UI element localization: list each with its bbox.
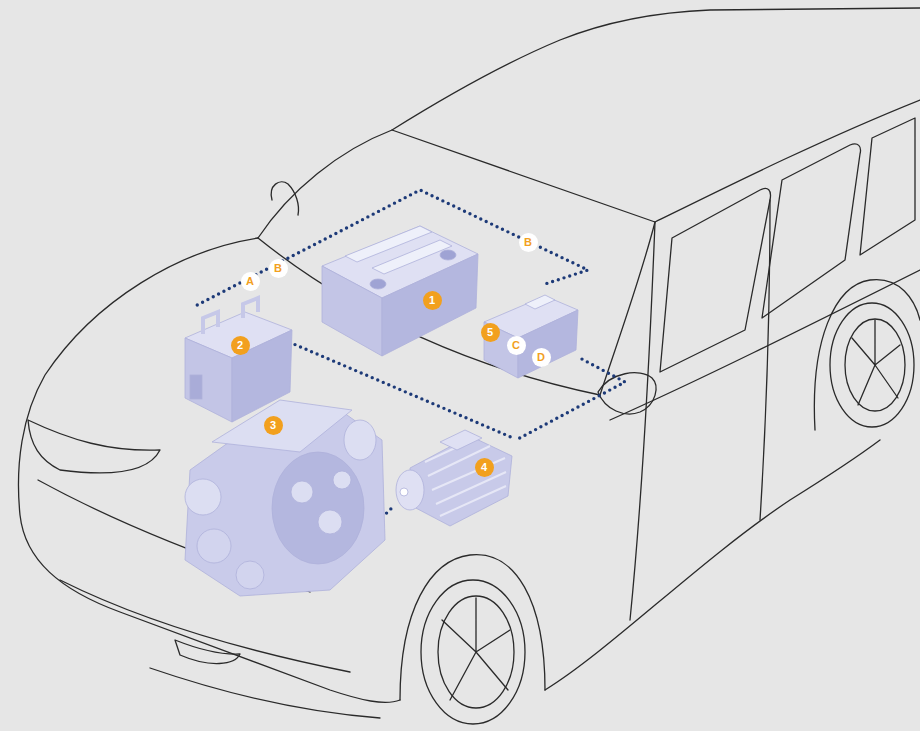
car-lines xyxy=(18,8,920,724)
motor-body xyxy=(410,436,512,526)
line-letter: C xyxy=(507,336,526,355)
fog-light xyxy=(175,640,240,664)
engine-port xyxy=(333,471,351,489)
line-letter: B xyxy=(269,259,288,278)
battery-terminal xyxy=(370,279,386,289)
rear-wheel-arch xyxy=(814,280,920,430)
mirror xyxy=(598,373,656,414)
motor-fins xyxy=(425,440,506,516)
unit-plug xyxy=(190,375,202,399)
side-body-line xyxy=(610,270,920,420)
front-wheel-arch xyxy=(400,555,545,700)
line-letter: A xyxy=(241,272,260,291)
rear-wheel-rim xyxy=(845,319,905,411)
motor-terminal-box xyxy=(440,430,482,450)
bumper-line xyxy=(60,580,350,672)
engine-pulley xyxy=(236,561,264,589)
rear-wheel xyxy=(830,303,914,427)
component-node: 5 xyxy=(482,285,582,380)
battery-terminal xyxy=(440,250,456,260)
engine-pulley xyxy=(185,479,221,515)
unit-handle xyxy=(243,298,258,318)
wheel-spokes xyxy=(852,320,900,405)
engine-port xyxy=(291,481,313,503)
line-letter: B xyxy=(519,233,538,252)
motor-face xyxy=(396,470,424,510)
combustion-engine xyxy=(185,400,385,596)
headlight xyxy=(28,420,160,473)
engine-cover xyxy=(272,452,364,564)
callout-number: 4 xyxy=(475,458,494,477)
callout-number: 5 xyxy=(481,323,500,342)
component-node: 1 xyxy=(318,222,480,358)
roof-rail xyxy=(655,100,920,222)
engine-port xyxy=(318,510,342,534)
battery-front xyxy=(518,310,578,378)
component-node: 2 xyxy=(180,305,295,425)
callout-number: 3 xyxy=(264,416,283,435)
side-sill xyxy=(545,440,880,690)
engine-head xyxy=(212,400,352,452)
front-wheel-rim xyxy=(438,596,514,708)
bumper-line xyxy=(150,668,380,718)
engine-pulley xyxy=(197,529,231,563)
electric-motor xyxy=(396,430,512,526)
washer-nozzle xyxy=(271,182,298,215)
callout-number: 1 xyxy=(423,291,442,310)
door-line xyxy=(630,222,655,620)
line-letter: D xyxy=(532,348,551,367)
motor-shaft xyxy=(400,488,408,496)
dotted-connection xyxy=(197,190,588,305)
wheel-spokes xyxy=(442,598,510,700)
unit-handle xyxy=(203,312,218,334)
unit-side xyxy=(185,338,232,422)
door-line xyxy=(760,200,770,520)
roof-line xyxy=(392,8,920,130)
battery-terminal xyxy=(525,295,555,309)
side-window xyxy=(860,118,915,255)
engine-pulley xyxy=(344,420,376,460)
battery-ridge xyxy=(372,240,452,274)
component-node: 4 xyxy=(395,430,515,518)
starter-battery xyxy=(322,226,478,356)
body-front-outline xyxy=(18,238,400,702)
front-wheel xyxy=(421,580,525,724)
callout-number: 2 xyxy=(231,336,250,355)
component-node: 3 xyxy=(178,385,378,595)
side-window xyxy=(660,188,771,372)
battery-side xyxy=(322,266,382,356)
